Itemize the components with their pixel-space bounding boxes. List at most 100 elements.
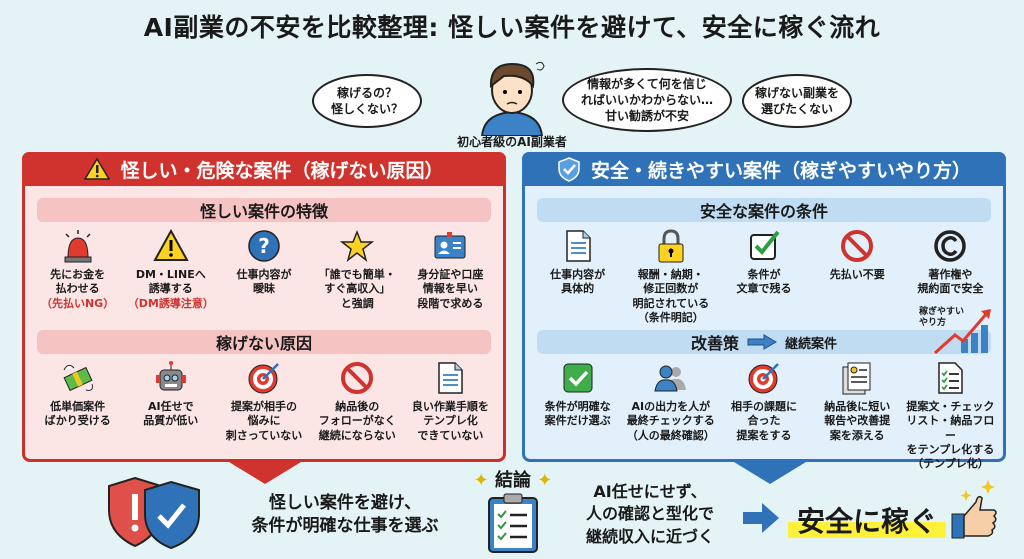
prohibited-icon xyxy=(841,230,874,262)
improvement-heading: 改善策 継続案件 xyxy=(537,330,991,354)
risky-panel-title: 怪しい・危険な案件（稼げない原因） xyxy=(120,159,444,182)
risky-features-heading: 怪しい案件の特徴 xyxy=(37,198,491,222)
page-title: AI副業の不安を比較整理: 怪しい案件を避けて、安全に稼ぐ流れ xyxy=(143,13,881,42)
flying-money-icon xyxy=(63,364,93,392)
list-item: 先払い不要 xyxy=(811,228,904,325)
list-item: 提案文・チェック リスト・納品フロー をテンプレ化する （テンプレ化） xyxy=(904,360,997,471)
item-label: DM・LINEへ 誘導する xyxy=(135,268,206,296)
target-icon xyxy=(748,363,779,394)
question-icon: ? xyxy=(248,230,280,262)
growth-label: 稼ぎやすい やり方 xyxy=(919,307,965,328)
list-item: 著作権や 規約面で安全 xyxy=(904,228,997,325)
thumbs-up-icon xyxy=(951,480,997,539)
growth-chart-icon xyxy=(933,309,991,355)
item-text: 仕事内容が 具体的 xyxy=(550,268,605,297)
icon-row: 条件が明確な 案件だけ選ぶ AIの出力を人が 最終チェックする （人の最終確認） 相… xyxy=(531,360,997,471)
checklist-icon xyxy=(938,362,964,394)
item-label: 先払い不要 xyxy=(829,268,885,281)
list-item: 仕事内容が 具体的 xyxy=(531,228,624,325)
risky-panel-header: 怪しい・危険な案件（稼げない原因） xyxy=(22,152,506,186)
item-text: 仕事内容が 曖昧 xyxy=(237,268,292,297)
prohibited-icon xyxy=(341,362,374,394)
safe-panel-title: 安全・続きやすい案件（稼ぎやすいやり方） xyxy=(590,159,971,182)
list-item: 先にお金を 払わせる（先払いNG） xyxy=(31,228,124,311)
star-icon xyxy=(340,229,375,262)
item-label: 納品後に短い 報告や改善提 案を添える xyxy=(824,400,891,442)
item-text: 報酬・納期・ 修正回数が 明記されている （条件明記） xyxy=(632,268,709,325)
red-down-arrow xyxy=(229,462,301,484)
speech-bubble-3: 稼げない副業を 選びたくない xyxy=(742,74,852,128)
item-text: 良い作業手順を テンプレ化 できていない xyxy=(412,400,489,443)
lock-icon xyxy=(658,229,684,263)
item-note: （先払いNG） xyxy=(40,296,115,310)
arrow-right-icon xyxy=(747,334,777,350)
risky-jobs-panel: 怪しい・危険な案件（稼げない原因） 怪しい案件の特徴 先にお金を 払わせる（先払… xyxy=(22,152,506,462)
item-text: 条件が 文章で残る xyxy=(737,268,792,297)
list-item: 納品後の フォローがなく 継続にならない xyxy=(311,360,404,443)
avoid-risky-summary: 怪しい案件を避け、 条件が明確な仕事を選ぶ xyxy=(251,493,439,536)
icon-row: 低単価案件 ばかり受ける AI任せで 品質が低い提案が相手の 悩みに 刺さっていな… xyxy=(31,360,497,443)
shields-icon xyxy=(108,476,200,550)
item-text: 納品後に短い 報告や改善提 案を添える xyxy=(824,400,890,443)
item-text: 納品後の フォローがなく 継続にならない xyxy=(319,400,396,443)
failure-causes-heading: 稼げない原因 xyxy=(37,330,491,354)
conclusion-label: 結論 xyxy=(495,470,531,491)
conclusion-heading: ✦ 結論 ✦ xyxy=(463,466,563,492)
list-item: 身分証や口座 情報を早い 段階で求める xyxy=(404,228,497,311)
speech-bubble-2: 情報が多くて何を信じ ればいいかわからない… 甘い勧誘が不安 xyxy=(562,68,732,132)
item-text: 相手の課題に 合った 提案をする xyxy=(731,400,797,443)
item-text: AIの出力を人が 最終チェックする （人の最終確認） xyxy=(627,400,715,443)
item-text: 低単価案件 ばかり受ける xyxy=(44,400,110,429)
safe-conditions-heading: 安全な案件の条件 xyxy=(537,198,991,222)
blue-down-arrow xyxy=(734,462,806,484)
report-icon xyxy=(842,362,871,395)
list-item: 条件が明確な 案件だけ選ぶ xyxy=(531,360,624,471)
list-item: ? 仕事内容が 曖昧 xyxy=(217,228,310,311)
item-label: AIの出力を人が 最終チェックする （人の最終確認） xyxy=(626,400,715,442)
copyright-icon xyxy=(934,230,967,262)
warning-icon xyxy=(84,157,111,180)
item-label: 著作権や 規約面で安全 xyxy=(917,268,984,296)
item-label: 低単価案件 ばかり受ける xyxy=(44,400,111,428)
list-item: 低単価案件 ばかり受ける xyxy=(31,360,124,443)
list-item: 条件が 文章で残る xyxy=(717,228,810,325)
sparkle-icon: ✦ xyxy=(473,470,489,491)
icon-row: 仕事内容が 具体的報酬・納期・ 修正回数が 明記されている （条件明記） 条件が … xyxy=(531,228,997,325)
list-item: AI任せで 品質が低い xyxy=(124,360,217,443)
id-card-icon xyxy=(434,232,466,259)
item-label: 先にお金を 払わせる xyxy=(50,268,106,296)
document-icon xyxy=(565,230,591,262)
safe-jobs-panel: 安全・続きやすい案件（稼ぎやすいやり方） 安全な案件の条件 仕事内容が 具体的報… xyxy=(522,152,1006,470)
item-label: 「誰でも簡単・ すぐ高収入」 と強調 xyxy=(318,268,396,310)
green-check-icon xyxy=(563,363,593,393)
item-label: 条件が明確な 案件だけ選ぶ xyxy=(544,400,611,428)
item-text: AI任せで 品質が低い xyxy=(143,400,198,429)
item-text: DM・LINEへ 誘導する（DM誘導注意） xyxy=(128,268,214,311)
item-text: 「誰でも簡単・ すぐ高収入」 と強調 xyxy=(319,268,396,311)
item-text: 提案が相手の 悩みに 刺さっていない xyxy=(226,400,302,443)
icon-row: 先にお金を 払わせる（先払いNG）DM・LINEへ 誘導する（DM誘導注意）?仕… xyxy=(31,228,497,311)
worried-person-icon xyxy=(480,61,545,136)
item-text: 身分証や口座 情報を早い 段階で求める xyxy=(417,268,483,311)
item-label: 条件が 文章で残る xyxy=(736,268,792,296)
warning-icon xyxy=(153,228,189,261)
item-text: 提案文・チェック リスト・納品フロー をテンプレ化する （テンプレ化） xyxy=(904,400,997,471)
list-item: 報酬・納期・ 修正回数が 明記されている （条件明記） xyxy=(624,228,717,325)
item-label: 提案が相手の 悩みに 刺さっていない xyxy=(225,400,303,442)
item-text: 先払い不要 xyxy=(830,268,885,282)
target-icon xyxy=(248,363,279,394)
list-item: 「誰でも簡単・ すぐ高収入」 と強調 xyxy=(311,228,404,311)
list-item: AIの出力を人が 最終チェックする （人の最終確認） xyxy=(624,360,717,471)
sparkle-icon: ✦ xyxy=(537,470,553,491)
clipboard-checklist-icon xyxy=(488,493,538,553)
siren-icon xyxy=(64,230,92,263)
item-label: 仕事内容が 曖昧 xyxy=(236,268,292,296)
checkbox-icon xyxy=(750,230,780,260)
item-label: 相手の課題に 合った 提案をする xyxy=(731,400,797,442)
item-note: （DM誘導注意） xyxy=(127,296,214,310)
continuing-jobs-label: 継続案件 xyxy=(785,336,838,352)
list-item: 提案が相手の 悩みに 刺さっていない xyxy=(217,360,310,443)
document-icon xyxy=(438,362,464,394)
result-highlight: 安全に稼ぐ xyxy=(788,500,946,540)
persona-caption: 初心者級のAI副業者 xyxy=(457,135,567,149)
